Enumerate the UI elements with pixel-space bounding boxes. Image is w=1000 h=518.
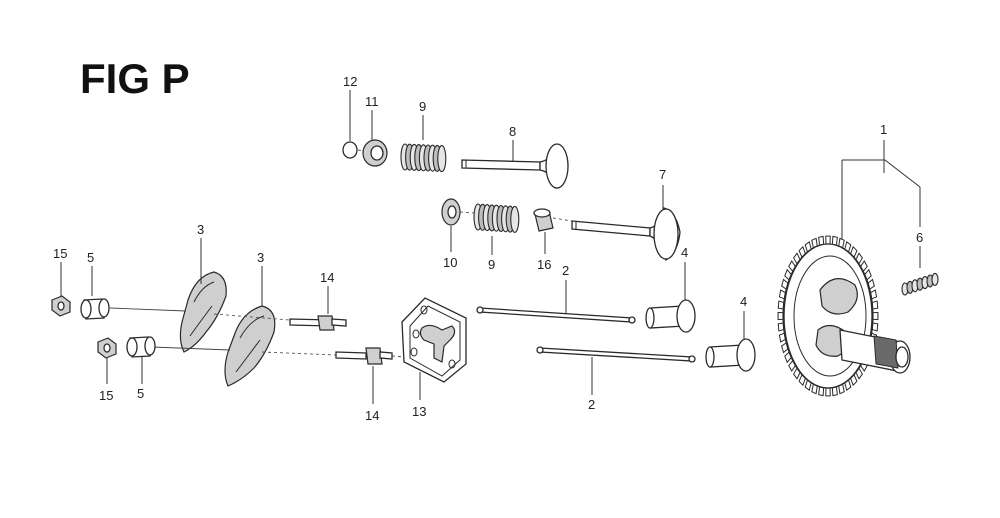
callout-15-upper: 15 [53,246,67,261]
part-15-nut-lower: 15 [97,337,117,403]
callout-9-lower: 9 [488,257,495,272]
part-5-pivot-lower: 5 [126,336,156,401]
callout-16: 16 [537,257,551,272]
figure-title: FIG P [80,55,190,102]
callout-13: 13 [412,404,426,419]
callout-14-upper: 14 [320,270,334,285]
callout-4-lower: 4 [740,294,747,309]
part-14-stud-lower: 14 [335,347,393,423]
callout-12: 12 [343,74,357,89]
part-4-tappet-lower: 4 [705,294,756,372]
part-2-push-rod-lower: 2 [536,346,696,412]
callout-2-lower: 2 [588,397,595,412]
callout-15-lower: 15 [99,388,113,403]
part-5-pivot-upper: 5 [80,250,110,320]
callout-9-upper: 9 [419,99,426,114]
part-9-valve-spring-lower: 9 [473,203,520,272]
part-13-guide-plate: 13 [401,297,467,419]
part-9-valve-spring-upper: 9 [400,99,447,173]
part-10-spring-retainer: 10 [441,198,461,270]
part-15-nut-upper: 15 [51,246,71,317]
callout-7: 7 [659,167,666,182]
part-8-valve: 8 [461,124,569,190]
callout-8: 8 [509,124,516,139]
part-3-rocker-arm-lower: 3 [224,250,276,387]
part-12-valve-cap: 12 [342,74,358,159]
part-11-spring-retainer: 11 [362,94,388,167]
part-14-stud-upper: 14 [289,270,347,331]
assembly-axis-lines [109,149,573,358]
callout-5-lower: 5 [137,386,144,401]
callout-11: 11 [365,94,379,109]
callout-10: 10 [443,255,457,270]
callout-2-upper: 2 [562,263,569,278]
part-1-camshaft-gear: 1 [777,122,921,397]
callout-5-upper: 5 [87,250,94,265]
part-6-spring: 6 [901,230,939,296]
part-4-tappet-upper: 4 [645,245,696,333]
callout-3-lower: 3 [257,250,264,265]
callout-4-upper: 4 [681,245,688,260]
callout-1: 1 [880,122,887,137]
callout-3-upper: 3 [197,222,204,237]
part-16-stem-seal: 16 [533,208,554,272]
part-2-push-rod-upper: 2 [476,263,636,324]
callout-14-lower: 14 [365,408,379,423]
callout-6: 6 [916,230,923,245]
part-7-valve: 7 [571,167,681,262]
part-3-rocker-arm-upper: 3 [179,222,227,353]
